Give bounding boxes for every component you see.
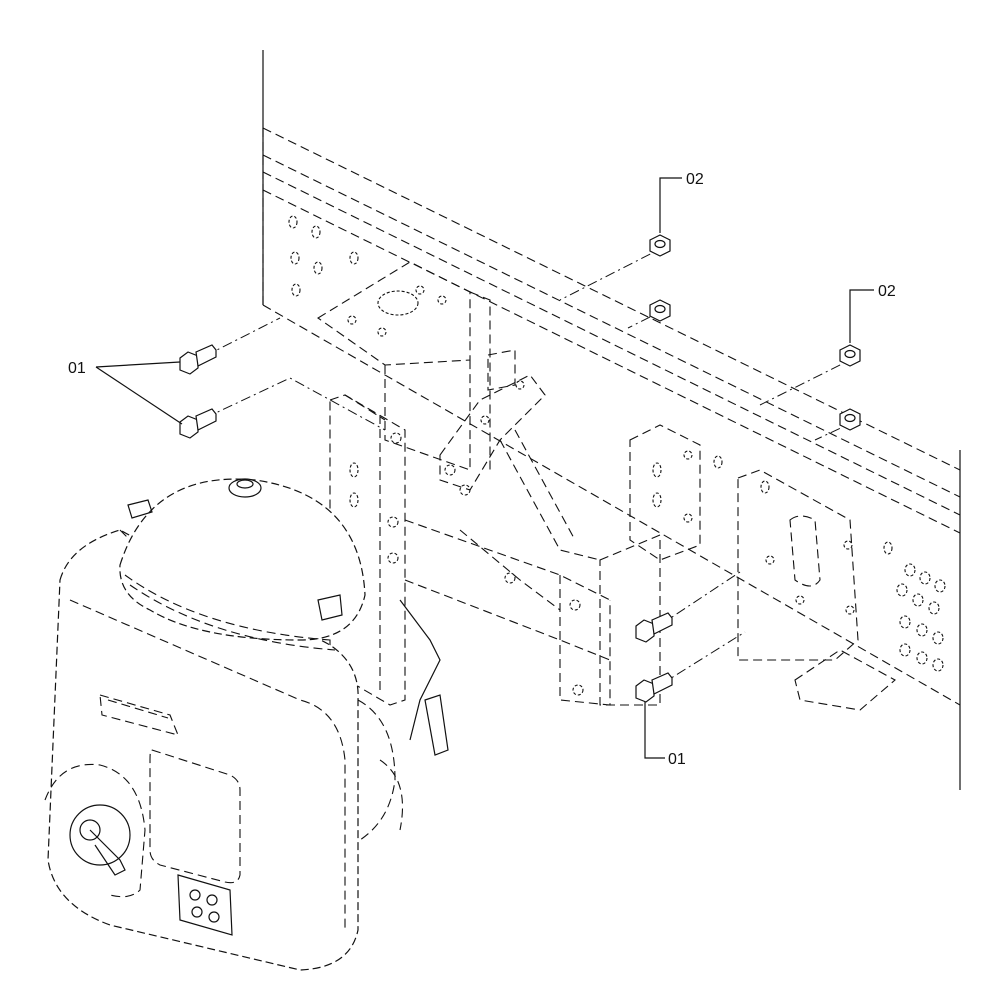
callout-label-nut-right: 02 <box>878 283 896 300</box>
callout-label-bolt-bottom: 01 <box>668 751 686 768</box>
frame-holes-right <box>713 455 946 672</box>
hose-fitting <box>424 694 449 756</box>
right-mounting-plate <box>737 469 896 711</box>
bolt-icon <box>635 612 673 643</box>
handle-slot <box>99 694 179 736</box>
bolt-icon <box>179 408 217 439</box>
bolt-icon <box>179 344 217 375</box>
bolt-group <box>179 344 673 703</box>
nut-icon <box>649 299 671 322</box>
connector-block <box>177 874 233 936</box>
hanger-bracket-assembly <box>329 349 701 706</box>
tank-housing <box>44 478 449 971</box>
bolt-icon <box>635 672 673 703</box>
callout-label-nut-top: 02 <box>686 171 704 188</box>
nut-icon <box>649 234 671 257</box>
upper-mounting-plate <box>316 261 491 471</box>
nut-icon <box>839 408 861 431</box>
callout-label-bolt-left: 01 <box>68 360 86 377</box>
callout-leaders <box>95 177 874 759</box>
access-panel <box>149 749 241 884</box>
frame-holes-left <box>288 215 359 297</box>
nut-icon <box>839 344 861 367</box>
nut-group <box>649 234 861 431</box>
gauge-assembly <box>44 763 146 898</box>
